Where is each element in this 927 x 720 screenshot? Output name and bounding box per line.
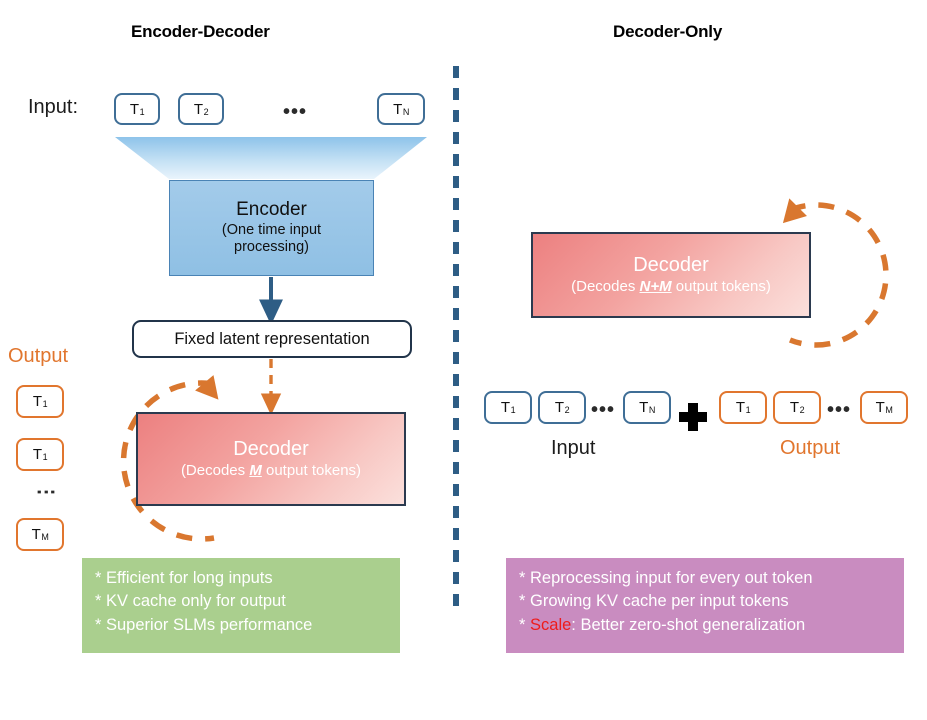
- encoder-decoder-benefits-callout: * Efficient for long inputs * KV cache o…: [82, 558, 400, 653]
- callout-line-2: * KV cache only for output: [95, 592, 286, 611]
- token-base: T: [554, 399, 565, 416]
- token-base: T: [639, 399, 649, 416]
- decoder-subtitle-left: (Decodes M output tokens): [181, 462, 361, 479]
- callout-line-2: * Growing KV cache per input tokens: [519, 592, 789, 611]
- input-funnel-shape: [115, 137, 427, 179]
- token-subscript: 1: [745, 405, 751, 415]
- callout-line-1: * Efficient for long inputs: [95, 569, 273, 587]
- encoder-subtitle-line-1: (One time input: [221, 221, 322, 238]
- plus-icon: [679, 403, 707, 431]
- right-loop-arrowhead: [782, 198, 807, 224]
- panel-title-decoder-only: Decoder-Only: [613, 22, 723, 41]
- token-subscript: 1: [42, 399, 48, 409]
- token-subscript: N: [648, 405, 656, 415]
- decoder-subtitle-right: (Decodes N+M output tokens): [571, 278, 771, 295]
- token-base: T: [32, 393, 43, 410]
- decoder-subtitle-suffix: output tokens): [671, 278, 771, 296]
- left-loop-arrowhead: [195, 375, 219, 400]
- callout-line-1: * Reprocessing input for every out token: [519, 569, 813, 587]
- token-base: T: [789, 399, 800, 416]
- right-input-ellipsis: •••: [591, 399, 616, 421]
- token-subscript: 1: [42, 452, 48, 462]
- callout-line-3: * Scale: Better zero-shot generalization: [519, 614, 892, 637]
- decoder-block-right: Decoder (Decodes N+M output tokens): [531, 232, 811, 318]
- encoder-subtitle-line-2: processing): [234, 238, 309, 255]
- decoder-only-drawbacks-callout: * Reprocessing input for every out token…: [506, 558, 904, 653]
- token-base: T: [393, 100, 403, 118]
- token-base: T: [31, 526, 41, 543]
- token-subscript: 2: [799, 405, 805, 415]
- right-input-label: Input: [551, 437, 596, 459]
- token-base: T: [735, 399, 746, 416]
- token-subscript: 1: [139, 106, 145, 117]
- decoder-subtitle-suffix: output tokens): [261, 462, 362, 480]
- encoder-block: Encoder (One time input processing): [169, 180, 374, 276]
- token-subscript: M: [885, 405, 893, 415]
- left-input-ellipsis: •••: [283, 101, 308, 123]
- token-subscript: 2: [564, 405, 570, 415]
- callout-line-3-prefix: *: [519, 615, 531, 634]
- encoder-title: Encoder: [236, 198, 307, 220]
- decoder-subtitle-prefix: (Decodes: [180, 462, 250, 480]
- left-output-ellipsis: ⋮: [35, 482, 57, 502]
- token-base: T: [500, 399, 511, 416]
- token-base: T: [193, 100, 204, 118]
- decoder-block-left: Decoder (Decodes M output tokens): [136, 412, 406, 506]
- decoder-subtitle-emphasis: M: [249, 462, 262, 480]
- decoder-subtitle-emphasis: N+M: [639, 278, 672, 296]
- token-subscript: 1: [510, 405, 516, 415]
- scale-highlight: Scale: [530, 615, 572, 634]
- token-subscript: N: [402, 106, 410, 117]
- decoder-subtitle-prefix: (Decodes: [571, 278, 640, 296]
- token-subscript: M: [41, 532, 49, 542]
- decoder-title-right: Decoder: [633, 254, 709, 277]
- token-base: T: [875, 399, 885, 416]
- panel-title-encoder-decoder: Encoder-Decoder: [131, 22, 270, 41]
- token-base: T: [32, 446, 43, 463]
- token-subscript: 2: [203, 106, 209, 117]
- latent-label: Fixed latent representation: [174, 329, 370, 348]
- fixed-latent-representation-block: Fixed latent representation: [132, 320, 412, 358]
- token-base: T: [129, 100, 140, 118]
- left-input-label: Input:: [28, 96, 79, 118]
- right-output-ellipsis: •••: [827, 399, 852, 421]
- callout-line-3: * Superior SLMs performance: [95, 615, 313, 634]
- right-output-label: Output: [780, 437, 841, 459]
- callout-line-3-suffix: : Better zero-shot generalization: [571, 615, 806, 634]
- left-output-label: Output: [8, 345, 69, 367]
- decoder-title-left: Decoder: [233, 438, 309, 461]
